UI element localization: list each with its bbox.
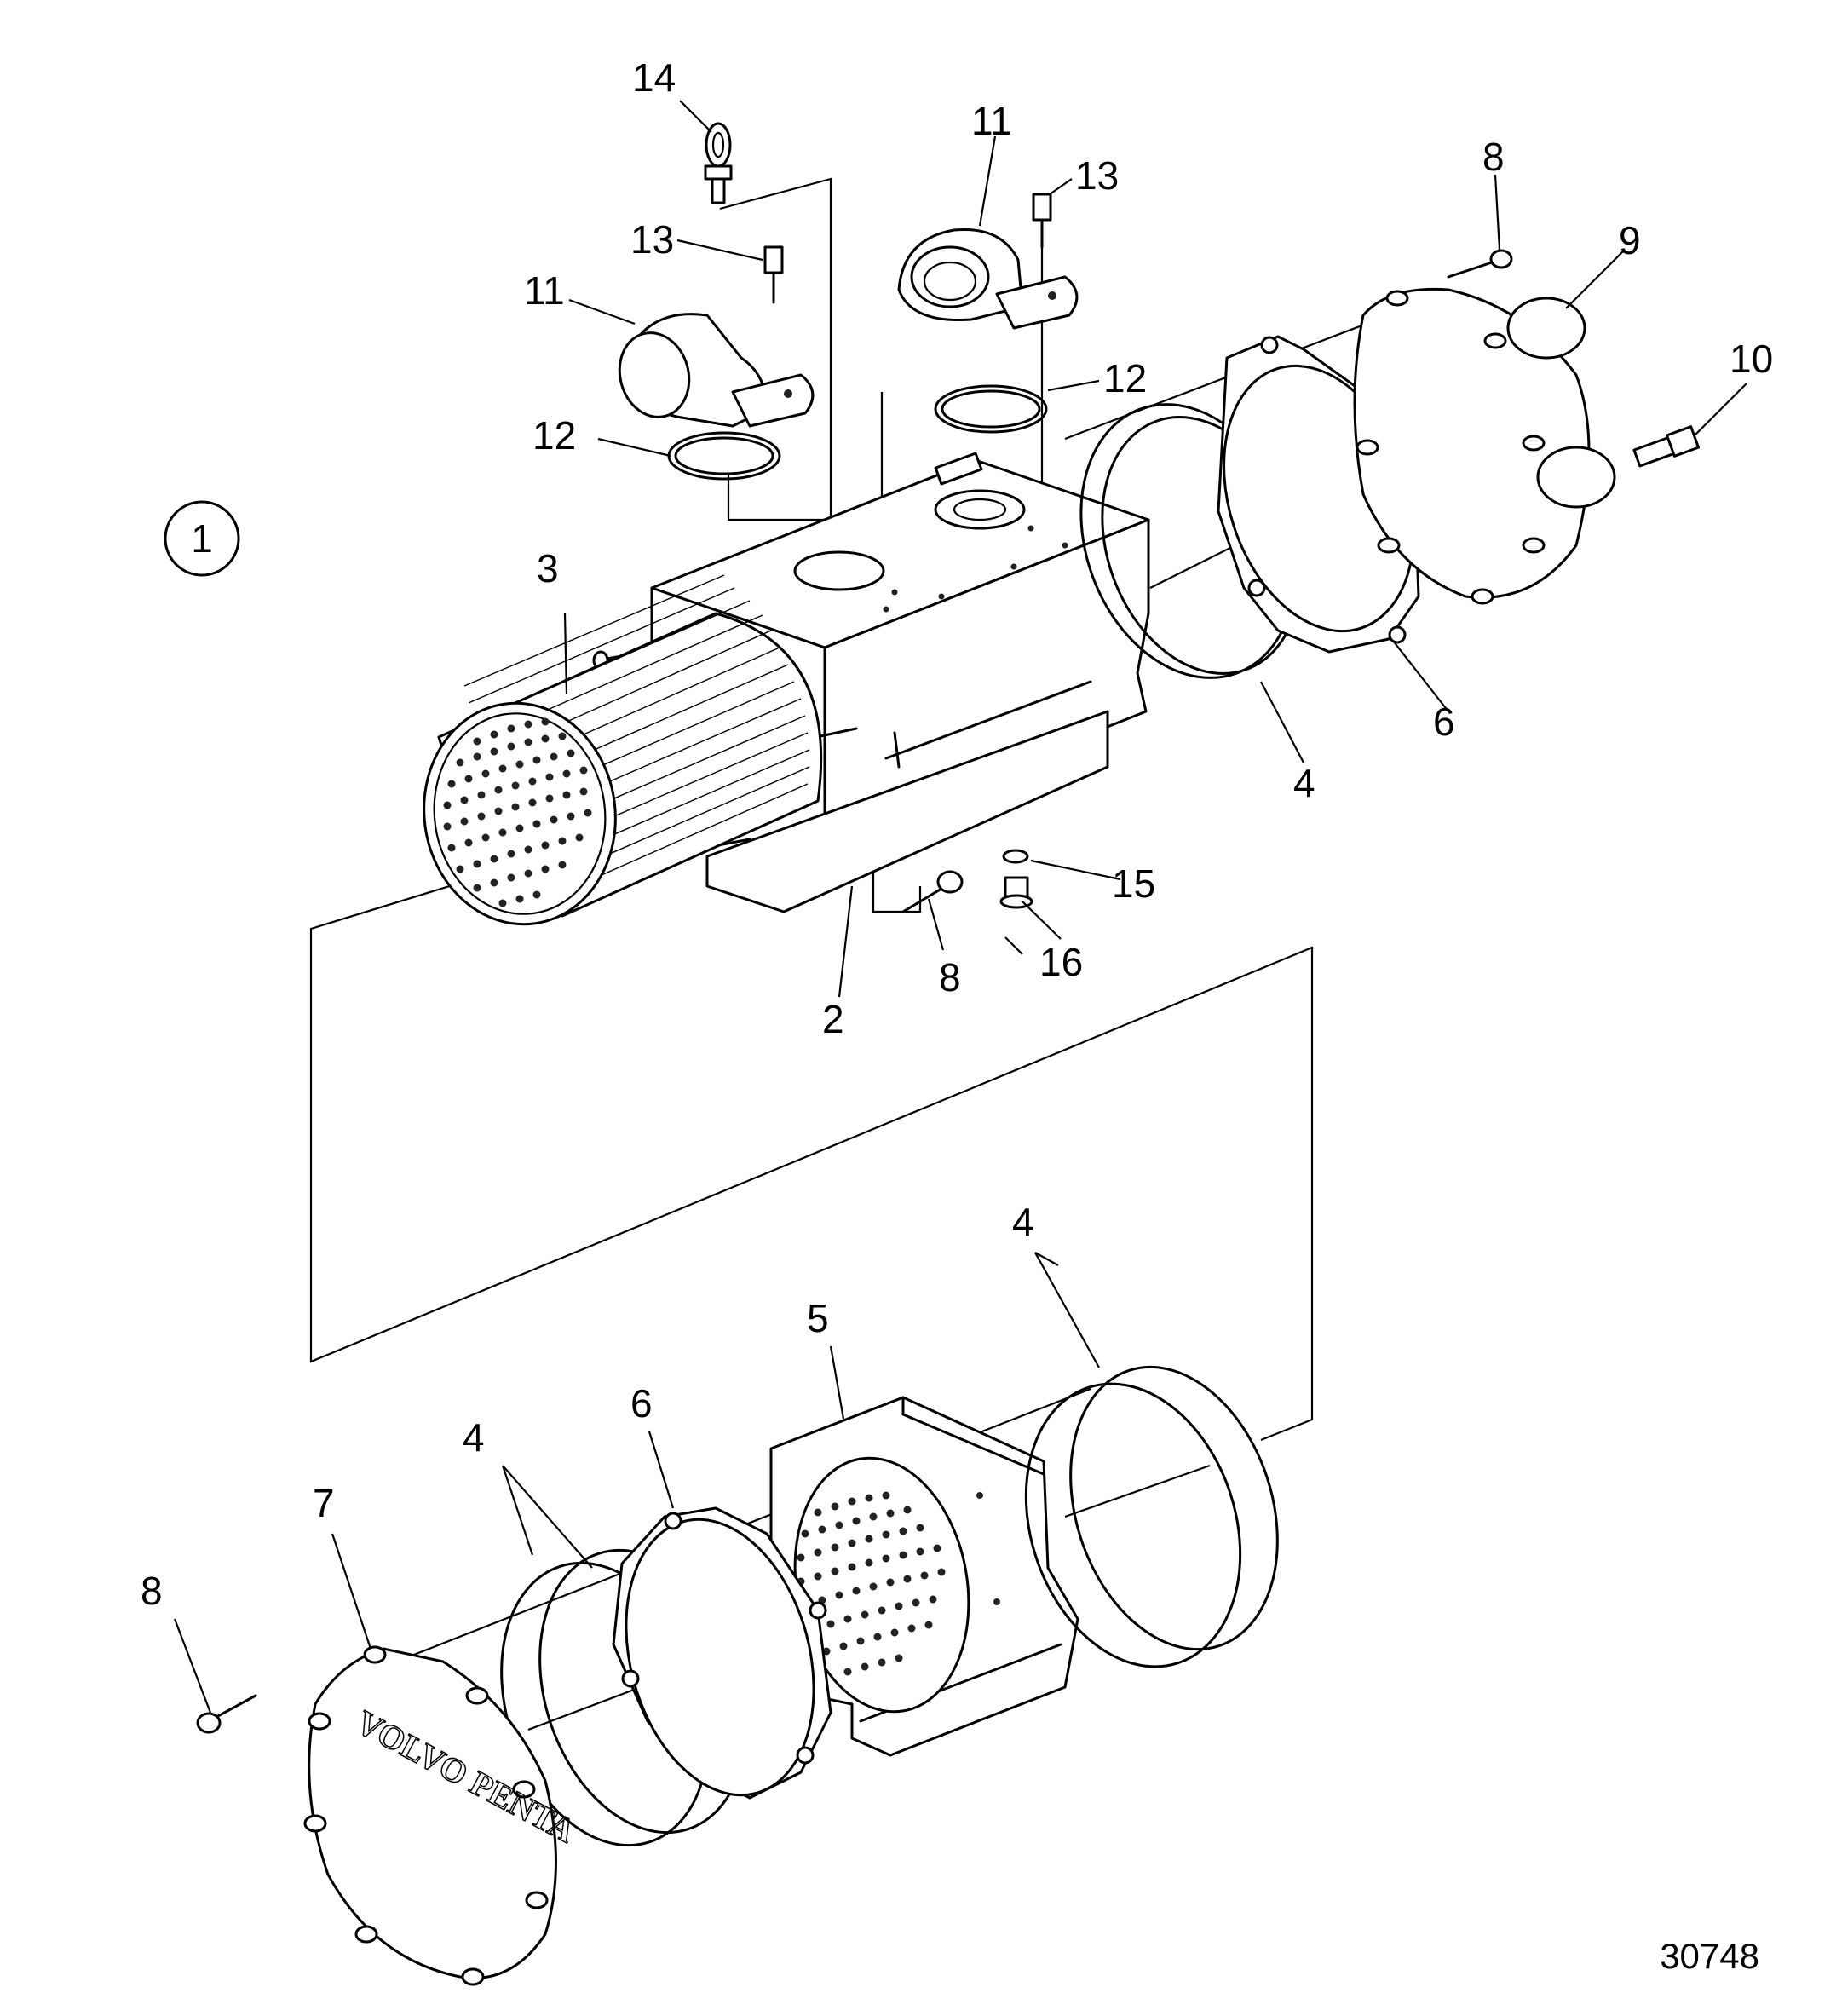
callout-7: 7: [313, 1481, 335, 1525]
figure-number-circle: 1: [164, 500, 240, 577]
leader-lines: [173, 100, 1747, 1714]
eye-bolt: [704, 122, 733, 204]
callout-6-lower: 6: [630, 1381, 653, 1426]
callout-8-center: 8: [939, 955, 961, 999]
drain-plug: [999, 849, 1033, 909]
callout-10: 10: [1730, 337, 1773, 381]
callout-8-lower: 8: [141, 1569, 163, 1613]
callout-4-lower-right: 4: [1012, 1200, 1034, 1244]
callout-6-upper: 6: [1433, 700, 1455, 744]
callout-4-lower-left: 4: [463, 1415, 485, 1460]
gasket-lower: [612, 1506, 832, 1800]
document-number: 30748: [1660, 1936, 1759, 1976]
callout-15: 15: [1112, 861, 1155, 906]
callout-11-left: 11: [524, 268, 565, 313]
end-cover-upper: [1353, 287, 1616, 605]
callout-3: 3: [537, 546, 559, 590]
screw-upper-right: [1447, 249, 1513, 279]
callout-16: 16: [1039, 940, 1083, 984]
callout-12-right: 12: [1103, 356, 1147, 400]
end-cover-lower: VOLVO PENTA: [303, 1645, 583, 1986]
callout-2: 2: [822, 997, 844, 1041]
callout-13-right: 13: [1075, 153, 1119, 198]
elbow-connection-left: [618, 313, 815, 428]
callout-labels: 14 11 13 8 13 9 11 10 12 12 3 6 4 15 16 …: [141, 55, 1773, 1613]
tube-stack: [423, 574, 823, 926]
callout-12-left: 12: [532, 413, 576, 458]
figure-number: 1: [191, 516, 213, 561]
heat-exchanger-housing-lower: [769, 1396, 1079, 1757]
callout-13-left: 13: [630, 217, 674, 262]
callout-9: 9: [1619, 218, 1641, 262]
o-rings-lower-right: [1024, 1365, 1279, 1668]
callout-14: 14: [632, 55, 676, 100]
callout-5: 5: [807, 1296, 829, 1340]
screws-elbow: [763, 193, 1052, 304]
screw-lower-left: [196, 1694, 257, 1734]
o-rings-elbow: [667, 384, 1048, 481]
callout-11-right: 11: [971, 99, 1012, 143]
callout-8-top: 8: [1482, 135, 1505, 179]
temperature-sender: [1632, 425, 1701, 468]
screw-center: [901, 870, 964, 913]
callout-4-upper: 4: [1293, 761, 1315, 805]
elbow-connection-right: [897, 228, 1079, 330]
